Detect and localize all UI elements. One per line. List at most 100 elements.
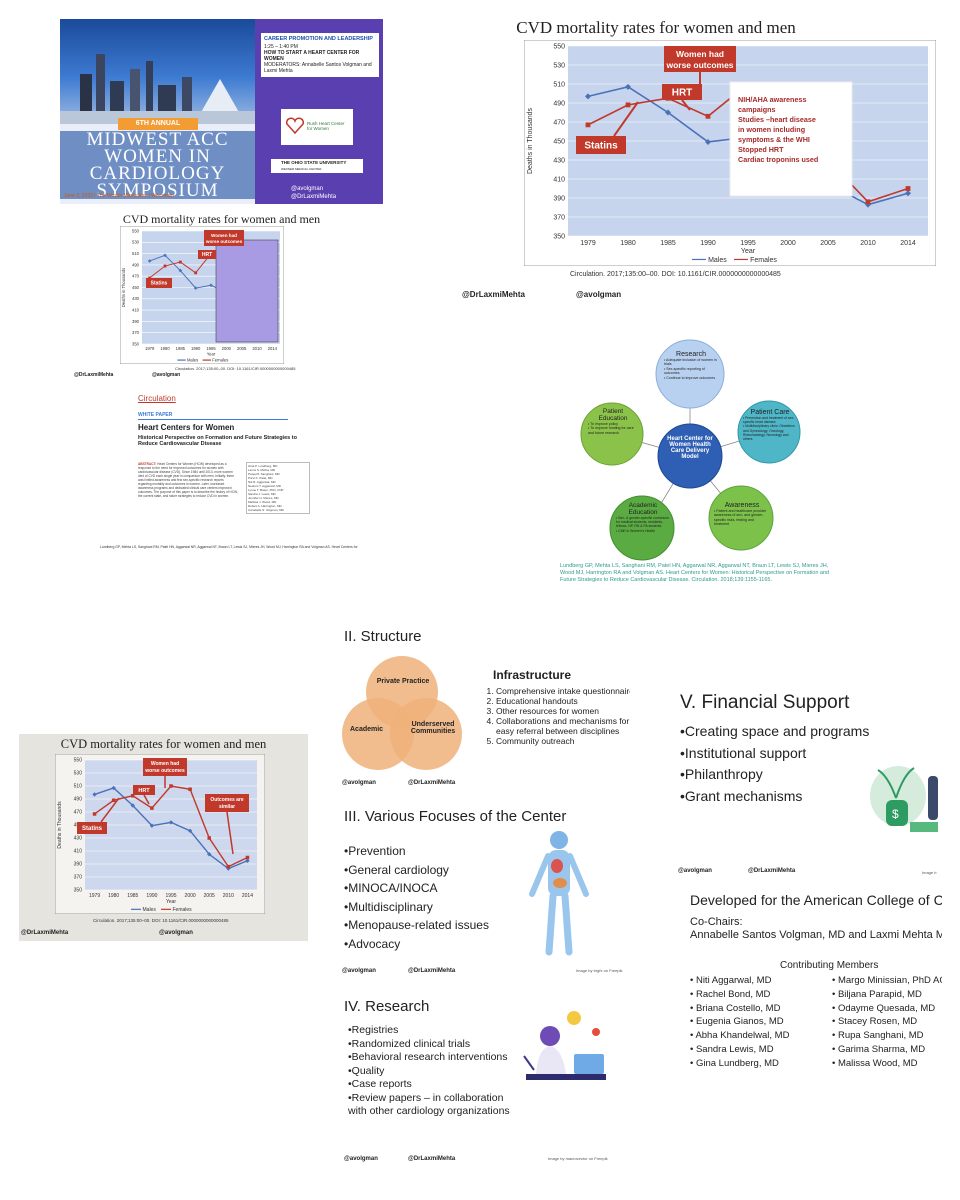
research-item: •Randomized clinical trials	[348, 1037, 471, 1050]
delivery-model-slide: Heart Center for Women Health Care Deliv…	[436, 306, 940, 596]
member-item: • Rupa Sanghani, MD	[832, 1030, 924, 1042]
x-tick-label: 1980	[108, 893, 119, 899]
member-item: • Briana Costello, MD	[690, 1002, 781, 1014]
nih-note-line: in women including	[738, 125, 805, 134]
x-tick-label: 1995	[740, 240, 756, 247]
osu-logo: THE OHIO STATE UNIVERSITY WEXNER MEDICAL…	[271, 159, 363, 173]
chart-title: CVD mortality rates for women and men	[60, 737, 267, 751]
statins-label: Statins	[584, 140, 618, 151]
symposium-date: June 3, 2023 | The Westin Milwaukee | Wi…	[64, 193, 174, 199]
worse-outcomes-line1: Women had	[151, 761, 179, 767]
model-bullet: • Sex-specific reporting of outcomes	[664, 366, 705, 376]
data-point-females	[207, 836, 211, 840]
paper-tag: WHITE PAPER	[138, 412, 173, 418]
author-item: Niti R. Aggarwal, MD	[248, 480, 276, 484]
y-tick-label: 490	[553, 100, 565, 107]
image-credit: Image b	[922, 870, 937, 875]
author-item: Robert A. Harrington, MD	[248, 504, 282, 508]
focus-item: •Multidisciplinary	[344, 899, 433, 914]
chart-citation: Circulation. 2017;135:00–00. DOI: 10.116…	[570, 271, 781, 278]
author-item: Neelum T. Aggarwal, MD	[248, 484, 281, 488]
y-tick-label: 470	[132, 274, 140, 279]
data-point-females	[585, 122, 591, 128]
infrastructure-item: Community outreach	[496, 736, 630, 746]
members-column-1: • Niti Aggarwal, MD• Rachel Bond, MD• Br…	[690, 974, 789, 1071]
x-tick-label: 1990	[700, 240, 716, 247]
handle-b: @DrLaxmiMehta	[748, 868, 796, 874]
worse-outcomes-box	[143, 758, 187, 776]
cochairs-label: Co-Chairs:	[690, 916, 743, 928]
cvd-large-slide: CVD mortality rates for women and men 35…	[436, 0, 940, 306]
y-tick-label: 510	[553, 81, 565, 88]
x-tick-label: 1985	[127, 893, 138, 899]
handle-b: @DrLaxmiMehta	[408, 780, 456, 786]
handle-b: @DrLaxmiMehta	[462, 290, 525, 299]
member-item: • Biljana Parapid, MD	[832, 988, 922, 1000]
chart-citation: Circulation. 2017;135:00–00. DOI: 10.116…	[93, 918, 229, 923]
author-item: Lynne T. Braun, PhD, CNP	[248, 488, 284, 492]
data-point-females	[188, 787, 192, 792]
worse-outcomes-label-box	[664, 46, 736, 72]
research-item: •Review papers – in collaboration with o…	[348, 1091, 510, 1118]
model-bullet: • To improve policy	[588, 422, 618, 426]
hrt-label: HRT	[672, 87, 693, 98]
member-item: • Abha Khandelwal, MD	[690, 1030, 790, 1042]
member-item: • Rachel Bond, MD	[690, 988, 771, 1000]
nih-note-line: Stopped HRT	[738, 145, 784, 154]
research-item: •Case reports	[348, 1078, 412, 1090]
member-item: • Eugenia Gianos, MD	[690, 1016, 784, 1028]
x-tick-label: 2005	[820, 240, 836, 247]
focus-item: •Menopause-related issues	[344, 918, 489, 932]
x-axis-label: Year	[741, 248, 756, 255]
model-bullet: • CME in Women's Health	[616, 528, 655, 533]
hrt-label-box	[133, 785, 155, 795]
data-point-males	[163, 253, 167, 258]
y-tick-label: 490	[132, 262, 140, 267]
worse-outcomes-line2: worse outcomes	[144, 768, 185, 774]
members-column-2: • Margo Minissian, PhD AC • Biljana Parap…	[832, 974, 942, 1071]
scientist-icon	[523, 1011, 606, 1080]
y-tick-label: 450	[132, 285, 140, 290]
y-axis-label: Deaths in Thousands	[527, 107, 534, 174]
paper-subtitle: Historical Perspective on Formation and …	[138, 435, 297, 447]
statins-label-box	[77, 822, 107, 834]
y-tick-label: 410	[553, 176, 565, 183]
structure-slide: II. Structure Private Practice Academic …	[328, 622, 630, 792]
cochairs-names: Annabelle Santos Volgman, MD and Laxmi M…	[690, 929, 942, 941]
member-item: • Margo Minissian, PhD AC	[832, 975, 942, 986]
annual-badge: 6TH ANNUAL	[118, 118, 198, 130]
financial-slide: V. Financial Support •Creating space and…	[652, 668, 942, 880]
y-tick-label: 390	[74, 862, 83, 868]
data-point-females	[131, 793, 135, 798]
model-bullet: • To improve funding for care and future…	[588, 426, 634, 435]
author-item: Annabelle S. Volgman, MD	[248, 508, 284, 512]
data-point-males	[625, 83, 631, 90]
financial-item: •Philanthropy	[680, 766, 763, 782]
author-item: Purvi K. Patel, MD	[248, 476, 273, 480]
hrt-label-box	[662, 84, 702, 100]
infrastructure-title: Infrastructure	[493, 668, 572, 682]
model-patient-care: Patient Care • Prevention and treatment …	[743, 409, 797, 441]
nih-box	[729, 81, 853, 197]
data-point-males	[585, 93, 591, 100]
model-academic: Academic Education • Sex- & gender-speci…	[616, 502, 669, 533]
structure-heading: II. Structure	[344, 628, 422, 645]
financial-heading: V. Financial Support	[680, 692, 850, 713]
member-item: • Sandra Lewis, MD	[690, 1043, 774, 1055]
hrt-label: HRT	[202, 252, 212, 258]
moderators: MODERATORS: Annabelle Santos Volgman and…	[264, 62, 372, 74]
members-label: Contributing Members	[780, 960, 879, 971]
model-bullet: • Patient and healthcare provider awaren…	[714, 509, 767, 527]
data-point-males	[665, 109, 671, 116]
y-tick-label: 430	[74, 836, 83, 842]
data-point-females	[625, 102, 631, 108]
nih-note-line: campaigns	[738, 105, 776, 114]
data-point-males	[207, 852, 212, 857]
similar-box	[205, 794, 249, 812]
data-point-females	[163, 264, 167, 268]
model-research: Research • Adequate inclusion of women i…	[664, 351, 717, 380]
x-tick-label: 2010	[223, 893, 234, 899]
symposium-title: MIDWEST ACC WOMEN IN CARDIOLOGY SYMPOSIU…	[60, 130, 255, 200]
heart-icon	[285, 117, 305, 135]
y-axis-label: Deaths in Thousands	[121, 268, 126, 308]
